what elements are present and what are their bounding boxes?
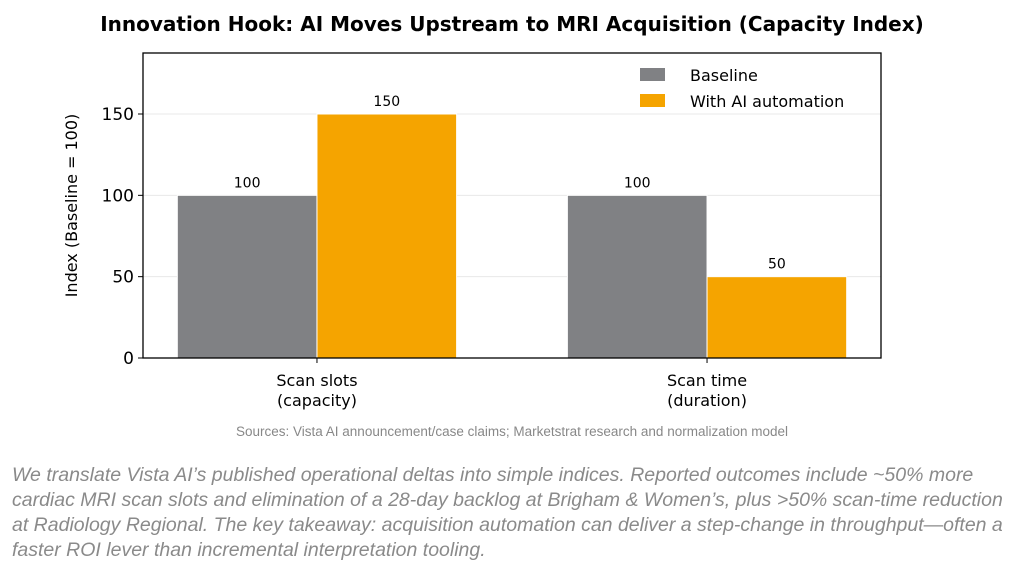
- x-tick-label: Scan time: [667, 371, 747, 390]
- x-tick-label: Scan slots: [276, 371, 357, 390]
- bar-with-ai-automation: [706, 276, 848, 359]
- legend-label: With AI automation: [690, 92, 844, 111]
- bar-value-label: 150: [373, 94, 400, 110]
- sources-note: Sources: Vista AI announcement/case clai…: [235, 424, 789, 439]
- bar-baseline: [566, 194, 708, 359]
- bar-baseline: [176, 194, 318, 359]
- y-axis-label: Index (Baseline = 100): [62, 114, 81, 298]
- bar-value-label: 50: [768, 257, 786, 273]
- legend-swatch: [640, 68, 665, 81]
- bar-with-ai-automation: [316, 113, 458, 359]
- x-tick-label: (duration): [667, 391, 747, 410]
- bar-value-label: 100: [624, 175, 651, 191]
- legend-label: Baseline: [690, 66, 758, 85]
- y-tick-label: 100: [102, 186, 134, 206]
- y-tick-label: 50: [112, 268, 134, 288]
- plot-frame: [142, 52, 882, 359]
- y-tick-label: 0: [123, 349, 134, 369]
- caption-text: We translate Vista AI’s published operat…: [12, 464, 1003, 561]
- y-tick-label: 150: [102, 105, 134, 125]
- bar-value-label: 100: [234, 175, 261, 191]
- chart-title: Innovation Hook: AI Moves Upstream to MR…: [100, 12, 924, 36]
- x-tick-label: (capacity): [277, 391, 357, 410]
- legend-swatch: [640, 94, 665, 107]
